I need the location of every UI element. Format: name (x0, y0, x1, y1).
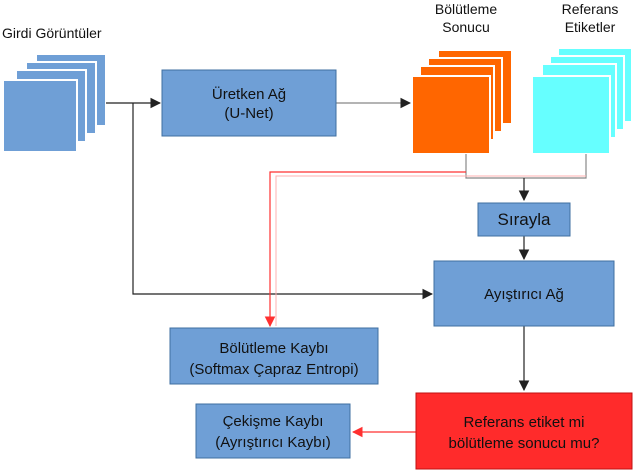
seg-loss-title: Bölütleme Kaybı (219, 340, 328, 357)
question-box: Referans etiket mi bölütleme sonucu mu? (415, 392, 633, 470)
seg-loss-box: Bölütleme Kaybı (Softmax Çapraz Entropi) (169, 327, 379, 385)
generator-title: Üretken Ağ (212, 85, 286, 103)
seg-loss-subtitle: (Softmax Çapraz Entropi) (189, 361, 358, 378)
ref-labels-label-line2: Etiketler (565, 19, 616, 35)
ref-labels-stack (531, 47, 633, 155)
discriminator-label: Ayıştırıcı Ağ (484, 286, 564, 303)
seg-result-label-line1: Bölütleme (435, 1, 497, 17)
sequential-label: Sırayla (498, 210, 551, 229)
sequential-box: Sırayla (477, 202, 571, 237)
question-line2: bölütleme sonucu mu? (449, 435, 600, 452)
discriminator-box: Ayıştırıcı Ağ (433, 260, 615, 327)
arrow-input-to-discriminator (132, 103, 434, 300)
generator-subtitle: (U-Net) (224, 105, 273, 122)
ref-labels-label-line1: Referans (562, 1, 619, 17)
input-images-label: Girdi Görüntüler (2, 25, 102, 41)
red-arrow-seg-to-loss (264, 171, 466, 328)
question-line1: Referans etiket mi (464, 414, 585, 431)
adv-loss-title: Çekişme Kaybı (223, 413, 324, 430)
adv-loss-box: Çekişme Kaybı (Ayrıştırıcı Kaybı) (195, 403, 351, 459)
seg-result-stack (411, 49, 513, 155)
connectors (106, 97, 587, 438)
merge-line (465, 154, 587, 179)
input-images-stack (2, 53, 107, 153)
red-line-ref-to-loss (275, 175, 586, 326)
adv-loss-subtitle: (Ayrıştırıcı Kaybı) (215, 434, 331, 451)
generator-box: Üretken Ağ (U-Net) (161, 69, 337, 137)
seg-result-label-line2: Sonucu (442, 19, 489, 35)
